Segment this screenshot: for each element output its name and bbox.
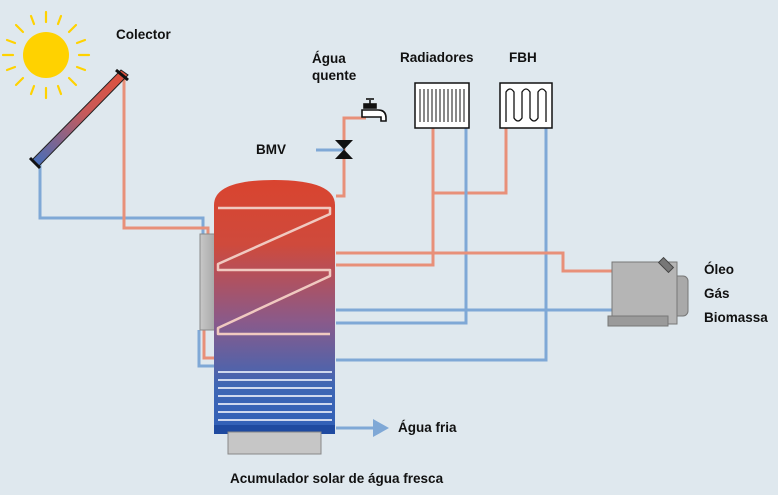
storage-tank-icon bbox=[214, 180, 335, 455]
radiator-return-pipe bbox=[336, 128, 468, 325]
fbh-label: FBH bbox=[509, 50, 537, 65]
boiler-flow-pipe bbox=[336, 251, 612, 273]
fuel-biomass-label: Biomassa bbox=[704, 310, 768, 325]
fuel-oil-label: Óleo bbox=[704, 262, 735, 277]
collector-flow-pipe bbox=[122, 78, 210, 236]
hot-water-label-line2: quente bbox=[312, 68, 357, 83]
bmv-label: BMV bbox=[256, 142, 286, 157]
cold-water-inlet bbox=[336, 419, 389, 437]
diagram-caption: Acumulador solar de água fresca bbox=[230, 471, 444, 486]
collector-pipes bbox=[38, 78, 214, 368]
mixing-valve-icon bbox=[335, 140, 353, 159]
hot-water-label-line1: Água bbox=[312, 51, 346, 66]
tap-icon bbox=[361, 98, 387, 122]
radiators-label: Radiadores bbox=[400, 50, 474, 65]
sun-icon bbox=[1, 10, 91, 100]
collector-label: Colector bbox=[116, 27, 171, 42]
radiator-icon bbox=[414, 82, 470, 129]
distribution-pipes bbox=[316, 116, 612, 362]
solar-collector-icon bbox=[28, 68, 129, 170]
heat-exchanger bbox=[199, 233, 216, 331]
cold-water-label: Água fria bbox=[398, 420, 457, 435]
fbh-return-pipe bbox=[336, 128, 548, 362]
fuel-gas-label: Gás bbox=[704, 286, 730, 301]
boiler-icon bbox=[607, 256, 689, 327]
hx-flow-down-pipe bbox=[202, 330, 214, 360]
fbh-supply-pipe bbox=[433, 128, 508, 195]
radiator-supply-pipe bbox=[336, 128, 435, 267]
floor-heating-icon bbox=[499, 82, 553, 129]
hx-return-down-pipe bbox=[197, 330, 214, 368]
